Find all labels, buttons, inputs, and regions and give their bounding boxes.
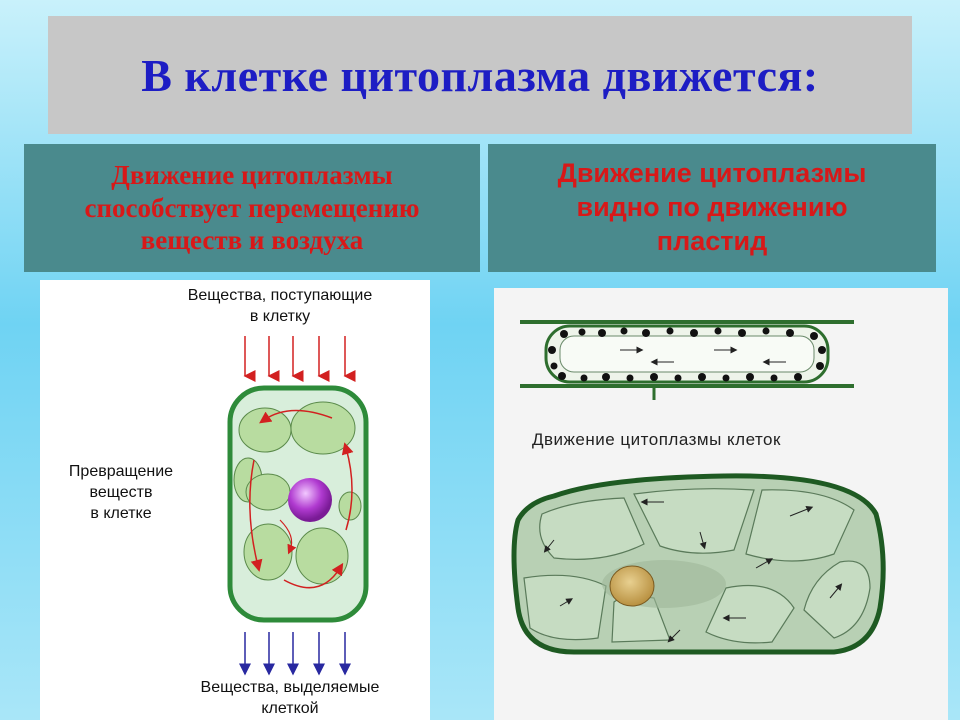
left-description-panel: Движение цитоплазмы способствует перемещ…	[24, 144, 480, 272]
left-panel-line: способствует перемещению	[84, 192, 420, 223]
label-line: в клетку	[249, 307, 311, 325]
right-panel-line: видно по движению	[576, 192, 848, 223]
nucleus	[288, 478, 332, 522]
cytoplasm-caption: Движение цитоплазмы клеток	[532, 430, 781, 449]
left-panel-line: Движение цитоплазмы	[111, 160, 393, 191]
right-panel-line: пластид	[656, 225, 768, 256]
incoming-substances-label: Вещества, поступающие в клетку	[130, 286, 430, 328]
elongated-cell	[520, 320, 854, 400]
label-line: Превращение	[68, 463, 174, 480]
slide-title: В клетке цитоплазма движется:	[141, 49, 819, 101]
right-panel-line: Движение цитоплазмы	[557, 158, 867, 189]
large-cell-with-strands	[511, 473, 886, 655]
title-banner: В клетке цитоплазма движется:	[48, 16, 912, 134]
cytoplasm-diagram-svg	[511, 320, 886, 655]
label-line: Вещества, выделяемые	[200, 679, 380, 696]
label-line: Вещества, поступающие	[187, 287, 373, 304]
cell-nucleus	[609, 565, 655, 607]
cell-substance-flow-figure: Вещества, поступающие в клетку Превращен…	[40, 280, 430, 720]
transformation-label: Превращение веществ в клетке	[46, 462, 196, 524]
plant-cell	[227, 385, 369, 623]
label-line: в клетке	[90, 504, 152, 522]
outgoing-arrows	[239, 632, 351, 676]
right-description-panel: Движение цитоплазмы видно по движению пл…	[488, 144, 936, 272]
excreted-substances-label: Вещества, выделяемые клеткой	[150, 678, 430, 720]
cytoplasm-movement-figure: Движение цитоплазмы клеток	[494, 288, 948, 720]
label-line: клеткой	[261, 699, 319, 717]
cell-diagram-svg	[227, 336, 369, 676]
incoming-arrows	[243, 336, 356, 382]
left-panel-line: веществ и воздуха	[140, 225, 364, 256]
label-line: веществ	[89, 483, 153, 501]
